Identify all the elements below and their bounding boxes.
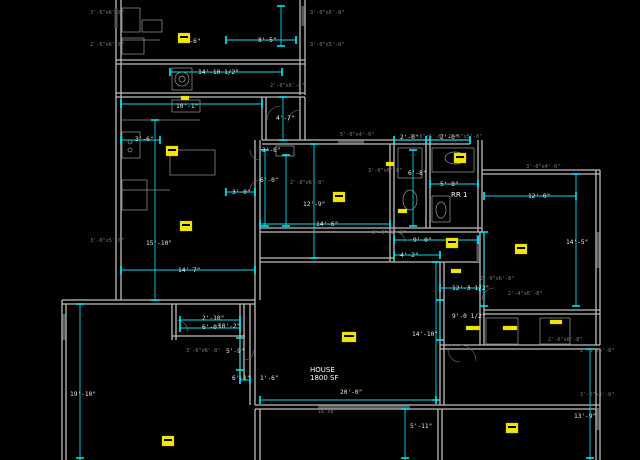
annotation: 2'-8"x6'-8": [580, 348, 614, 354]
dim-label: 3'-6": [135, 136, 154, 143]
annotation: 3'-6"x6'-8": [186, 348, 220, 354]
house-title: HOUSE: [310, 366, 335, 374]
room-tag[interactable]: [453, 152, 467, 164]
dim-label: 5'-11": [410, 423, 432, 430]
annotation: 3'-0"x4'-0": [580, 392, 614, 398]
dim-label: 5'-8": [440, 181, 459, 188]
annotation: 2'-0"x6'-8": [480, 276, 514, 282]
dimension-lines: [76, 5, 594, 460]
dim-label: 14'-10 1/2": [198, 69, 239, 76]
annotation: 2'-8"x6'-8": [290, 180, 324, 186]
room-tag[interactable]: [161, 435, 175, 447]
dim-label: 12'-9": [303, 201, 325, 208]
door-tag[interactable]: [450, 268, 462, 274]
dim-label: 19'-10": [70, 391, 96, 398]
annotation: 3'-0"x5'-0": [310, 42, 344, 48]
room-tags: [161, 32, 528, 447]
room-tag[interactable]: [165, 145, 179, 157]
dim-label: 6'-1": [232, 375, 251, 382]
dim-label: 2'-0": [440, 134, 459, 141]
dim-label: 4'-7": [276, 115, 295, 122]
door-tag[interactable]: [180, 95, 190, 101]
door-tag[interactable]: [465, 325, 481, 331]
dim-label: 4'-2": [400, 252, 419, 259]
door-tag[interactable]: [549, 319, 563, 325]
dim-label: 2'-0": [400, 134, 419, 141]
door-tag[interactable]: [385, 161, 395, 167]
dim-label: 3'-6": [182, 38, 201, 45]
door-tag[interactable]: [397, 208, 408, 214]
annotation: 2'-6"x6'-8": [90, 42, 124, 48]
dim-label: 6'-0": [260, 177, 279, 184]
annotation: 2'-6"x6'-8": [548, 337, 582, 343]
room-tag[interactable]: [332, 191, 346, 203]
annotation: 16'x8': [318, 409, 337, 415]
dim-label: 12'-3 1/2": [452, 285, 489, 292]
annotation: 3'-0"x6'-8": [368, 168, 402, 174]
dim-label: 14'-5": [566, 239, 588, 246]
wall-openings: [62, 6, 600, 430]
annotation: 3'-6"x6'-8": [410, 134, 444, 140]
annotation: 2'-8"x6'-8": [270, 83, 304, 89]
room-tag[interactable]: [179, 220, 193, 232]
annotation: 5'-0"x4'-0": [340, 132, 374, 138]
room-tag[interactable]: [445, 237, 459, 249]
dim-label: 2'-10": [202, 315, 224, 322]
dim-label: 14'-6": [316, 221, 338, 228]
room-tag[interactable]: [514, 243, 528, 255]
opening-annotations: 3'-6"x6'-8" 3'-0"x6'-8" 2'-6"x6'-8" 3'-0…: [90, 10, 614, 415]
room-label-rr1: RR 1: [451, 191, 467, 199]
dim-label: 3'-6": [262, 147, 281, 154]
dim-label: 10'-2": [218, 323, 240, 330]
dim-label: 1'-6": [260, 375, 279, 382]
dim-label: 6'-0": [202, 324, 221, 331]
dim-label: 9'-0": [413, 237, 432, 244]
room-tag[interactable]: [505, 422, 519, 434]
walls: [61, 0, 601, 460]
door-tags: [180, 95, 563, 331]
dim-label: 15'-10": [146, 240, 172, 247]
annotation: 2'-4"x6'-8": [508, 291, 542, 297]
dim-label: 14'-7": [178, 267, 200, 274]
annotation: 3'-0"x5'-0": [90, 238, 124, 244]
dim-label: 13'-9": [574, 413, 596, 420]
annotation: 2'-6"x5'-0": [448, 134, 482, 140]
dim-label: 9'-0 1/2": [452, 313, 486, 320]
room-tag[interactable]: [177, 32, 191, 44]
dim-label: 6'-8": [408, 170, 427, 177]
dim-label: 12'-0": [528, 193, 550, 200]
dim-label: 5'-9": [226, 348, 245, 355]
annotation: 3'-0"x4'-0": [526, 164, 560, 170]
annotation: 3'-6"x6'-8": [90, 10, 124, 16]
dim-label: 8'-5": [258, 37, 277, 44]
annotation: 3'-0"x6'-8": [310, 10, 344, 16]
fixtures: [121, 7, 571, 363]
house-area: 1800 SF: [310, 374, 339, 382]
dim-label: 14'-10": [412, 331, 438, 338]
dim-label: 10'-1": [176, 103, 198, 110]
dim-label: 20'-0": [340, 389, 362, 396]
annotation: 2'-0"x6'-8": [372, 230, 406, 236]
room-tag[interactable]: [341, 331, 357, 343]
door-tag[interactable]: [502, 325, 518, 331]
dim-label: 3'-0": [232, 189, 251, 196]
dimension-labels: 8'-5" 14'-10 1/2" 10'-1" 4'-7" 2'-0" 3'-…: [70, 37, 596, 430]
